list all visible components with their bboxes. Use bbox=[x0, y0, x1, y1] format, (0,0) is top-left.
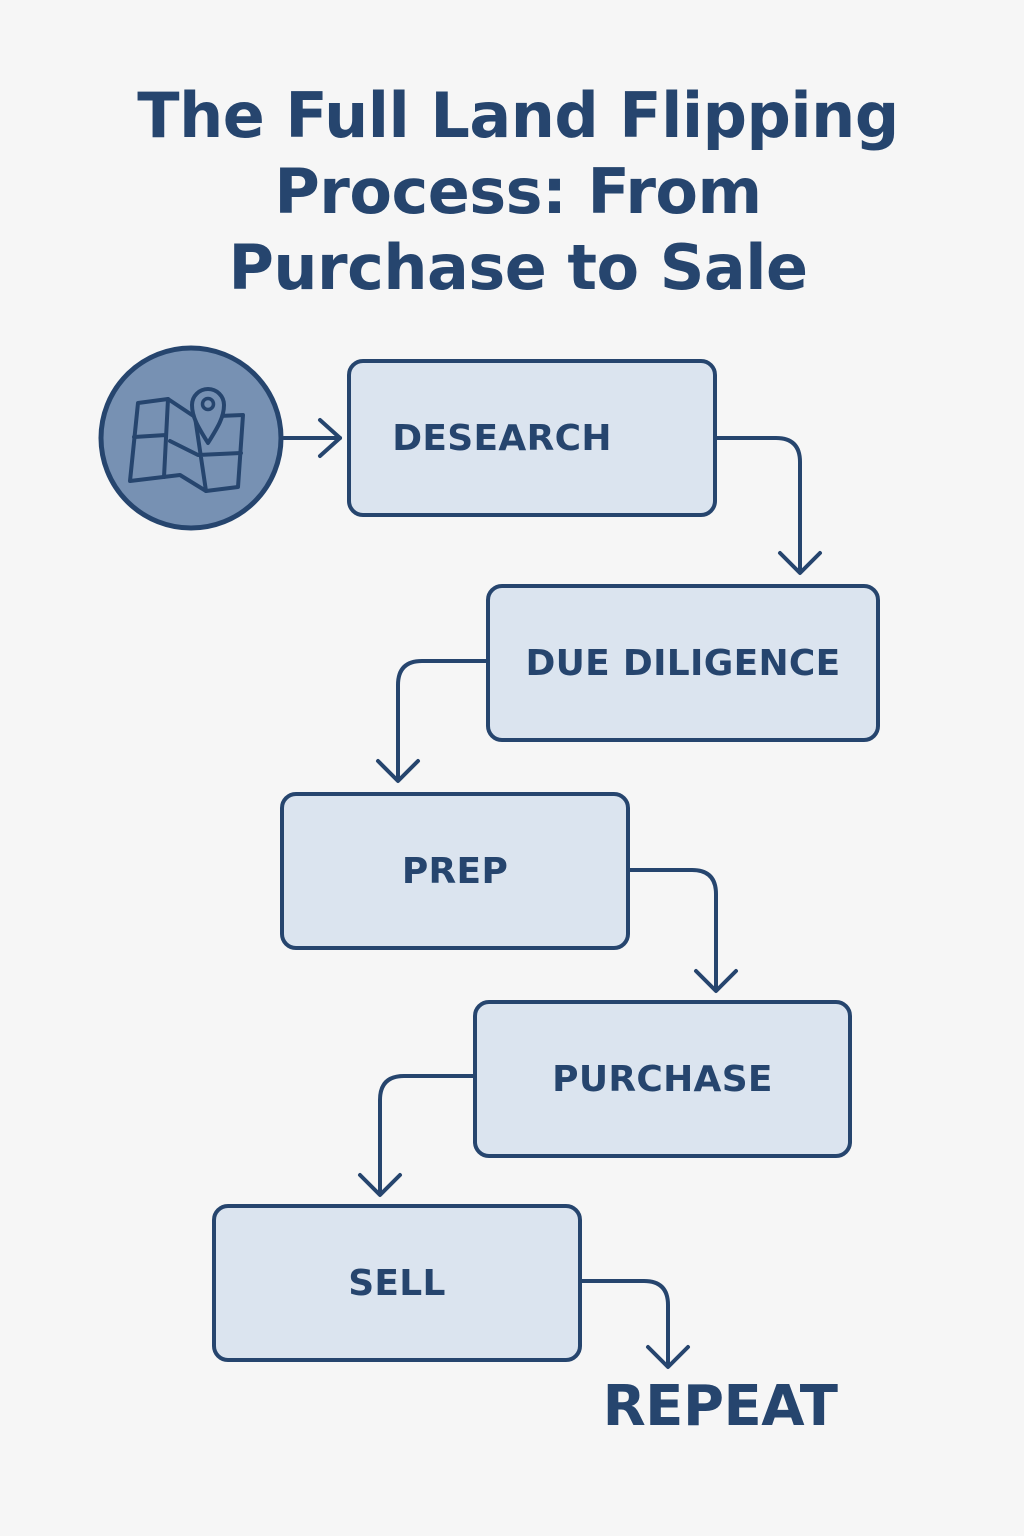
step-label: PREP bbox=[401, 850, 509, 892]
step-label: DESEARCH bbox=[392, 417, 612, 459]
step-sell: SELL bbox=[212, 1204, 582, 1362]
arrow-prep-to-purchase bbox=[627, 868, 718, 992]
repeat-label: REPEAT bbox=[602, 1374, 838, 1439]
title-line-1: The Full Land Flipping bbox=[137, 79, 899, 152]
arrow-desearch-to-due-diligence bbox=[714, 436, 802, 574]
step-prep: PREP bbox=[280, 792, 630, 950]
map-pin-icon bbox=[98, 345, 284, 531]
step-due-diligence: DUE DILIGENCE bbox=[486, 584, 880, 742]
arrow-purchase-to-sell bbox=[378, 1074, 476, 1196]
arrow-sell-to-repeat bbox=[579, 1279, 670, 1368]
step-purchase: PURCHASE bbox=[473, 1000, 852, 1158]
title-line-2: Process: From bbox=[274, 155, 762, 228]
diagram-title: The Full Land Flipping Process: From Pur… bbox=[100, 78, 936, 306]
step-label: SELL bbox=[348, 1262, 446, 1304]
title-line-3: Purchase to Sale bbox=[228, 231, 808, 304]
arrow-due-diligence-to-prep bbox=[396, 659, 490, 782]
step-desearch: DESEARCH bbox=[347, 359, 717, 517]
step-label: DUE DILIGENCE bbox=[525, 642, 841, 684]
step-label: PURCHASE bbox=[552, 1058, 773, 1100]
